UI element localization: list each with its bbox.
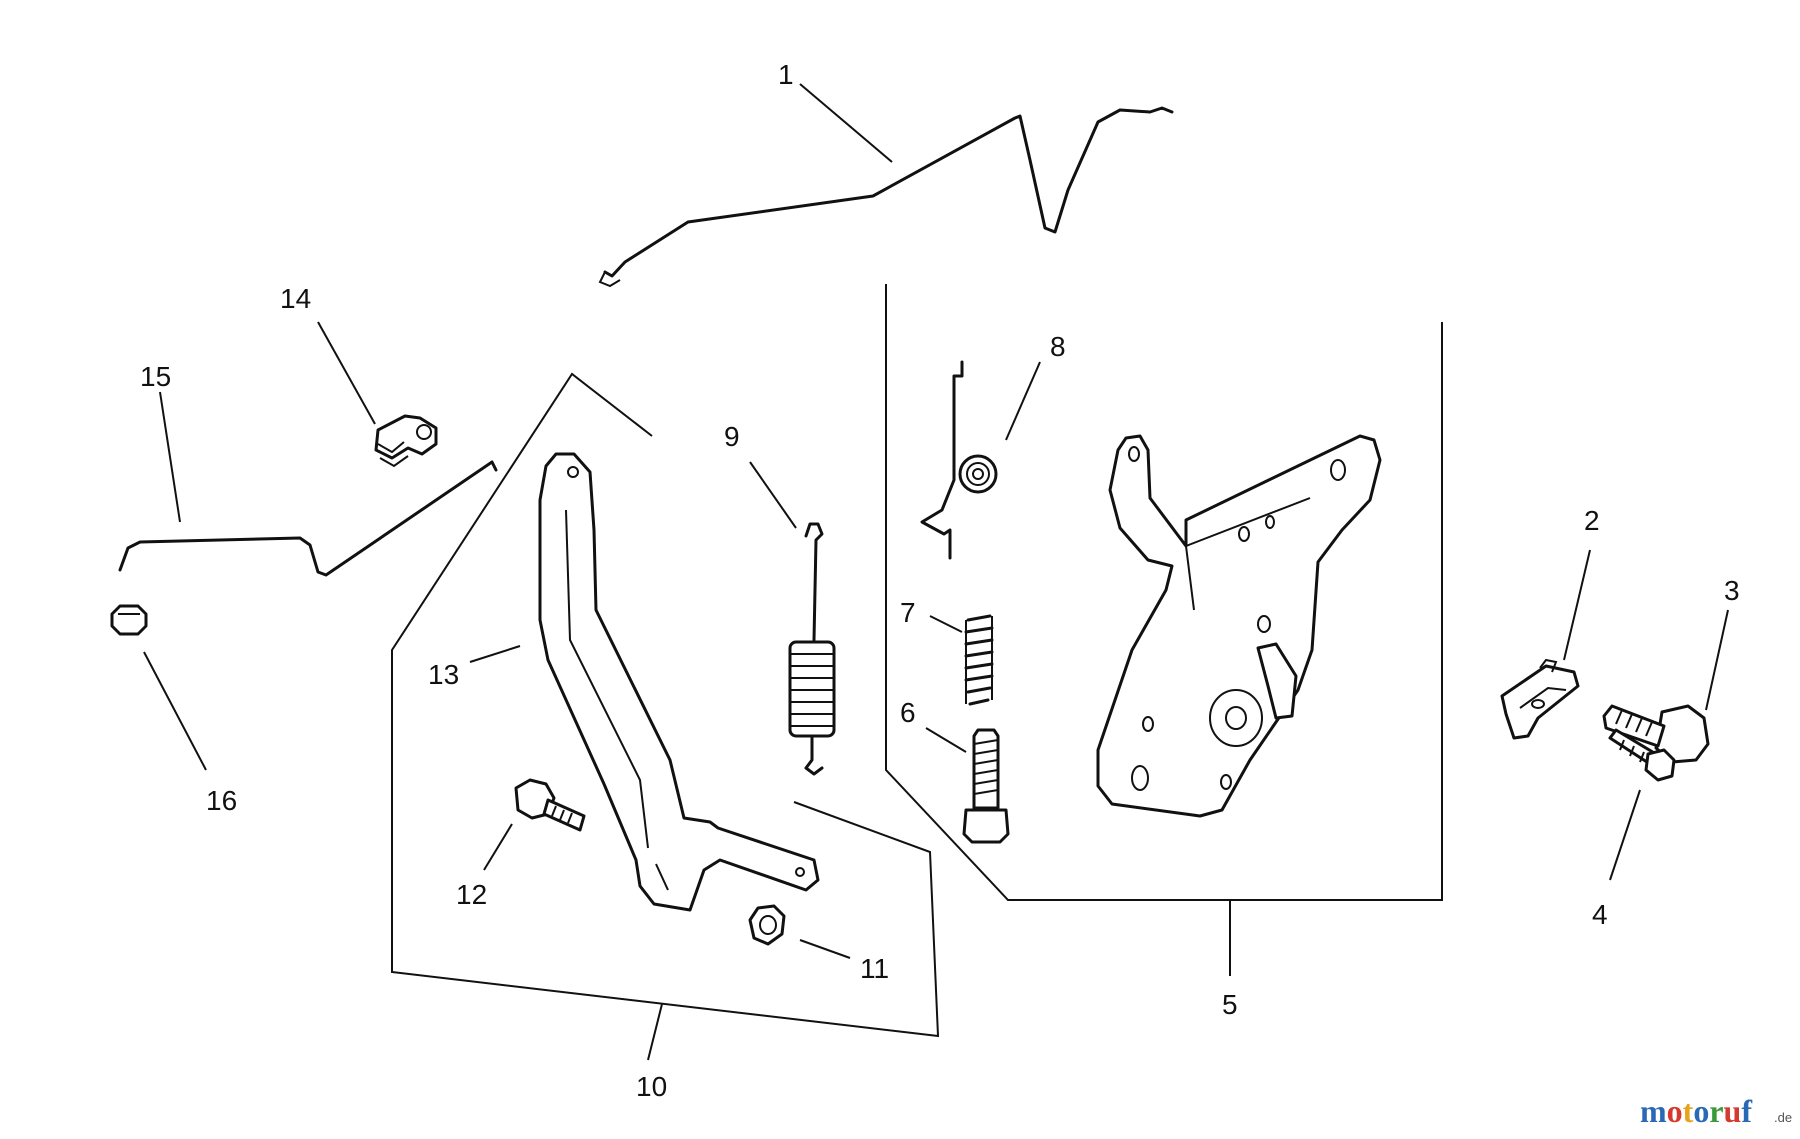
callout-12: 12 — [456, 879, 487, 910]
callout-3: 3 — [1724, 575, 1740, 606]
leader-4 — [1609, 789, 1641, 881]
part-9-spring — [788, 522, 836, 776]
motoruf-logo: motoruf .de — [1640, 1093, 1792, 1129]
part-7-spring — [964, 614, 994, 706]
leader-8 — [1005, 361, 1041, 441]
callout-16: 16 — [206, 785, 237, 816]
callout-6: 6 — [900, 697, 916, 728]
leader-3 — [1705, 609, 1729, 711]
logo-letter-5: u — [1724, 1093, 1742, 1129]
part-14-clip — [374, 414, 438, 468]
callout-8: 8 — [1050, 331, 1066, 362]
logo-letter-2: t — [1683, 1093, 1694, 1129]
part-4-screw — [1608, 728, 1676, 782]
leader-9 — [749, 461, 797, 529]
leader-13 — [469, 645, 521, 663]
callout-13: 13 — [428, 659, 459, 690]
part-11-nut — [748, 904, 786, 946]
callout-5: 5 — [1222, 989, 1238, 1020]
group-10-outline — [391, 372, 940, 1038]
leader-1 — [799, 83, 893, 163]
leader-2 — [1563, 549, 1591, 661]
leader-15 — [159, 391, 181, 523]
logo-letter-0: m — [1640, 1093, 1667, 1129]
callout-11: 11 — [860, 953, 889, 984]
svg-text:motoruf: motoruf — [1640, 1093, 1752, 1129]
part-15-wire — [118, 460, 498, 577]
leader-10 — [647, 1003, 663, 1061]
logo-letter-3: o — [1693, 1093, 1709, 1129]
callout-10: 10 — [636, 1071, 667, 1102]
part-6-screw — [962, 728, 1010, 844]
callout-15: 15 — [140, 361, 171, 392]
group-5-outline — [885, 284, 1443, 901]
leader-11 — [799, 939, 851, 959]
part-13-lever — [538, 452, 820, 912]
leader-14 — [317, 321, 376, 425]
part-12-bolt — [514, 778, 586, 832]
part-8-torsion-spring — [920, 360, 998, 560]
leader-16 — [143, 651, 207, 771]
leader-6 — [925, 727, 967, 753]
leader-12 — [483, 823, 513, 871]
callout-4: 4 — [1592, 899, 1608, 930]
part-5-control-plate — [1096, 434, 1382, 818]
logo-letter-6: f — [1741, 1093, 1752, 1129]
part-1-rod — [598, 106, 1174, 288]
callout-1: 1 — [778, 59, 794, 90]
callout-9: 9 — [724, 421, 740, 452]
part-2-clip — [1500, 658, 1580, 740]
leader-7 — [929, 615, 963, 633]
logo-letter-1: o — [1667, 1093, 1683, 1129]
callout-14: 14 — [280, 283, 311, 314]
part-3-bolt — [1602, 704, 1710, 764]
callout-7: 7 — [900, 597, 916, 628]
logo-suffix: .de — [1774, 1110, 1792, 1125]
callout-2: 2 — [1584, 505, 1600, 536]
part-16-plug — [110, 604, 148, 636]
logo-letter-4: r — [1709, 1093, 1723, 1129]
